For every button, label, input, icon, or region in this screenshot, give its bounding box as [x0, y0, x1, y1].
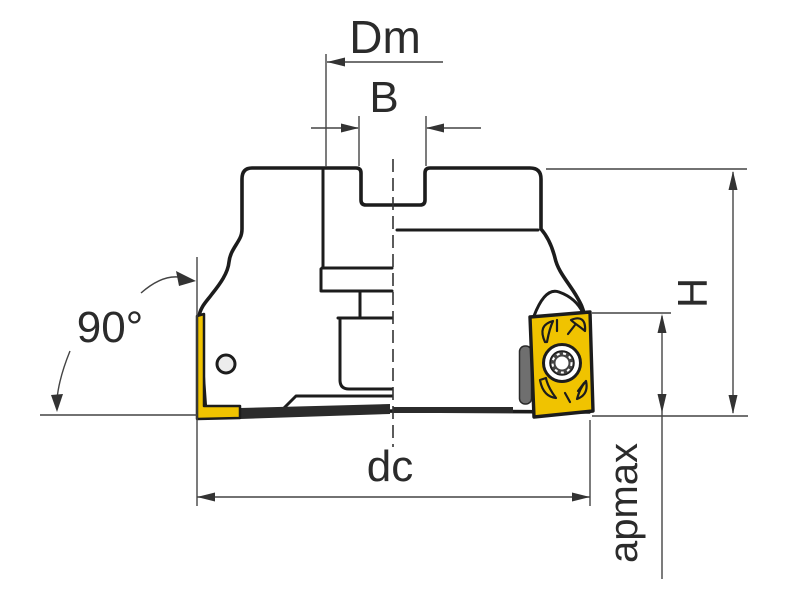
- dc-arrowhead-right: [572, 492, 590, 502]
- bottom-edge-band-right: [393, 407, 513, 413]
- dimension-dm: Dm: [325, 11, 443, 167]
- dimension-dc: dc: [197, 420, 591, 506]
- cutter-body-silhouette: [197, 166, 591, 418]
- angle-arrowhead-lower: [51, 394, 63, 412]
- torx-center: [555, 356, 569, 370]
- bottom-edge-band-left: [240, 404, 390, 419]
- apmax-arrowhead-top: [657, 314, 667, 333]
- apmax-arrowhead-bottom: [657, 394, 667, 413]
- cutter-body: [197, 166, 591, 419]
- torx-scallops: [551, 352, 573, 374]
- right-insert: [528, 310, 595, 419]
- h-label: H: [669, 278, 716, 308]
- insert-pocket-shadow: [518, 345, 533, 405]
- apmax-label: apmax: [602, 443, 646, 563]
- chipbreaker-marks: [538, 317, 588, 404]
- dimension-b: B: [311, 73, 481, 166]
- tooth-back-curve: [532, 289, 585, 318]
- h-arrowhead-top: [728, 171, 738, 190]
- h-arrowhead-bottom: [728, 395, 738, 414]
- insert-screw: [542, 343, 582, 383]
- b-arrowhead-left: [341, 123, 359, 133]
- dm-arrowhead: [327, 57, 345, 67]
- dimension-h: H: [546, 168, 748, 417]
- angle-label: 90°: [77, 303, 144, 352]
- angle-arrowhead-upper: [176, 271, 196, 286]
- section-edges: [281, 168, 585, 411]
- dimension-angle: 90°: [40, 257, 198, 506]
- dm-label: Dm: [349, 11, 421, 63]
- b-label: B: [369, 73, 398, 122]
- dc-label: dc: [367, 442, 413, 491]
- b-arrowhead-right: [426, 123, 444, 133]
- dc-arrowhead-left: [197, 492, 215, 502]
- flank-hole: [215, 353, 237, 375]
- dimension-apmax: apmax: [592, 312, 671, 579]
